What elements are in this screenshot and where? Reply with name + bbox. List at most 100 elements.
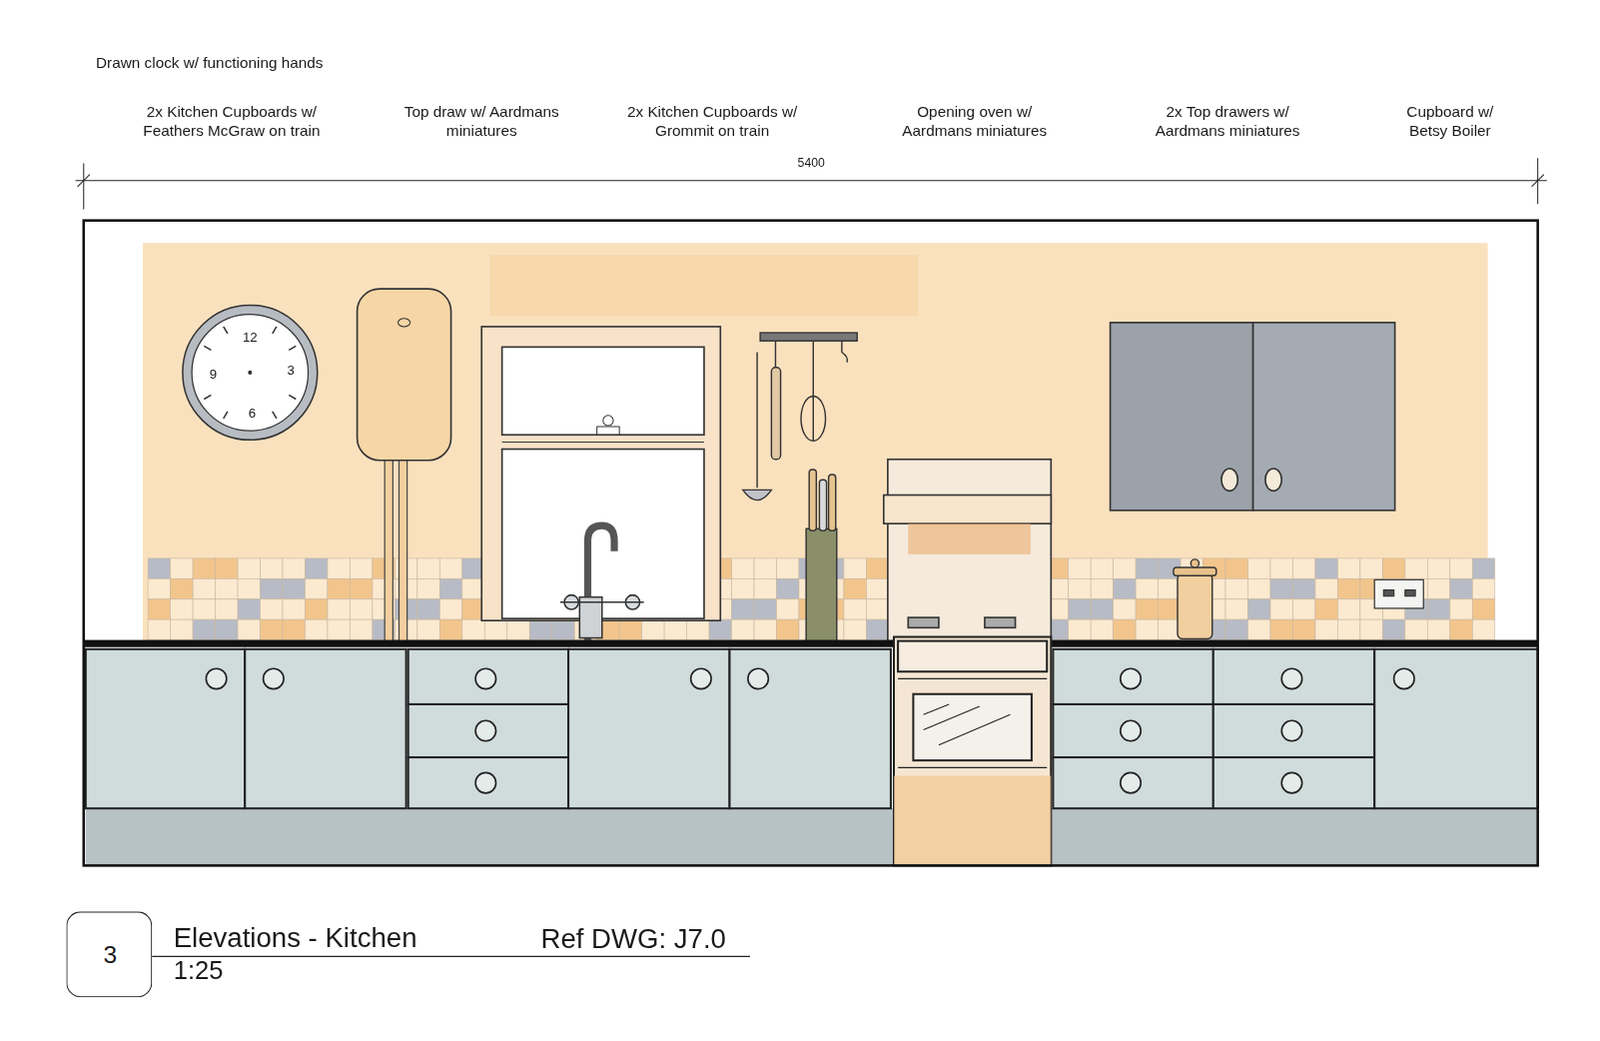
- tile: [1248, 599, 1271, 620]
- tile: [1090, 619, 1113, 640]
- tile: [192, 599, 215, 620]
- tile: [1450, 619, 1473, 640]
- annotation-label: 5400: [781, 154, 842, 170]
- tile: [1090, 599, 1113, 620]
- callout-number: 3: [103, 940, 118, 970]
- cooker-hood: [883, 459, 1052, 642]
- clock-numeral: 9: [209, 366, 217, 383]
- tile: [1292, 578, 1315, 599]
- tile: [215, 599, 238, 620]
- tile: [170, 578, 193, 599]
- oven: [893, 637, 1051, 866]
- tile: [776, 578, 799, 599]
- knob: [1281, 668, 1302, 689]
- tap: [560, 525, 645, 641]
- wall-wash: [489, 254, 918, 316]
- tile: [304, 578, 327, 599]
- tile: [754, 558, 777, 579]
- tile: [1248, 619, 1271, 640]
- tile: [709, 619, 732, 640]
- tile: [1472, 578, 1495, 599]
- tile: [282, 578, 305, 599]
- tile: [1270, 558, 1293, 579]
- tile: [865, 558, 888, 579]
- tile: [1337, 619, 1360, 640]
- tile: [1450, 599, 1473, 620]
- tile: [1135, 558, 1158, 579]
- tile: [282, 558, 305, 579]
- tile: [1113, 578, 1136, 599]
- tile: [304, 558, 327, 579]
- tile: [1113, 599, 1136, 620]
- tile: [1225, 558, 1248, 579]
- callout-box: 3: [65, 910, 152, 997]
- tile: [1068, 619, 1091, 640]
- plinth: [85, 807, 894, 865]
- elevation-frame: [83, 220, 1539, 866]
- base-units: [85, 649, 1539, 866]
- tile: [642, 619, 665, 640]
- tile: [1113, 558, 1136, 579]
- annotation-label: 2x Kitchen Cupboards w/ Grommit on train: [602, 102, 822, 140]
- tile: [1427, 558, 1450, 579]
- tile: [1360, 558, 1383, 579]
- cabinet-front: [244, 649, 406, 808]
- tile: [304, 599, 327, 620]
- tile: [1068, 599, 1091, 620]
- tile: [754, 619, 777, 640]
- knob: [691, 668, 712, 689]
- tile: [754, 599, 777, 620]
- annotation-label: Cupboard w/ Betsy Boiler: [1394, 102, 1507, 140]
- tile: [1315, 578, 1338, 599]
- tile: [260, 599, 283, 620]
- tile: [865, 619, 888, 640]
- tile: [237, 578, 260, 599]
- tile: [215, 619, 238, 640]
- tile: [237, 599, 260, 620]
- tile: [865, 599, 888, 620]
- tile: [192, 578, 215, 599]
- tile: [1292, 558, 1315, 579]
- tile: [754, 578, 777, 599]
- wall-cupboards: [1110, 322, 1396, 511]
- cabinet-front: [408, 757, 569, 808]
- tile: [1472, 599, 1495, 620]
- tile: [664, 619, 687, 640]
- tile: [1270, 599, 1293, 620]
- tile: [1472, 558, 1495, 579]
- tile: [170, 558, 193, 579]
- tile: [843, 619, 866, 640]
- knob: [205, 668, 226, 689]
- tile: [1427, 619, 1450, 640]
- utensils: [743, 332, 857, 642]
- tile: [1427, 599, 1450, 620]
- tile: [439, 619, 462, 640]
- tile: [1292, 599, 1315, 620]
- wall-wash: [142, 242, 1489, 643]
- tile: [1090, 558, 1113, 579]
- annotation-label: 2x Top drawers w/ Aardmans miniatures: [1138, 102, 1318, 140]
- tile: [170, 619, 193, 640]
- tile: [327, 578, 350, 599]
- tile: [462, 619, 485, 640]
- tile: [732, 578, 755, 599]
- knob: [475, 668, 496, 689]
- tile: [529, 619, 552, 640]
- knob: [1120, 720, 1141, 741]
- clock-face: 12369: [178, 300, 322, 444]
- tile: [304, 619, 327, 640]
- cabinet-front: [1052, 757, 1213, 808]
- tile: [215, 558, 238, 579]
- tile: [1315, 558, 1338, 579]
- tile: [1360, 619, 1383, 640]
- tile: [1068, 558, 1091, 579]
- tile: [170, 599, 193, 620]
- tile: [1382, 619, 1405, 640]
- tile: [1068, 578, 1091, 599]
- tile: [237, 558, 260, 579]
- cabinet-front: [1052, 704, 1213, 758]
- tile: [327, 619, 350, 640]
- annotation-label: Drawn clock w/ functioning hands: [95, 53, 423, 72]
- title-block: [151, 955, 751, 957]
- annotation-label: 1:25: [173, 953, 297, 985]
